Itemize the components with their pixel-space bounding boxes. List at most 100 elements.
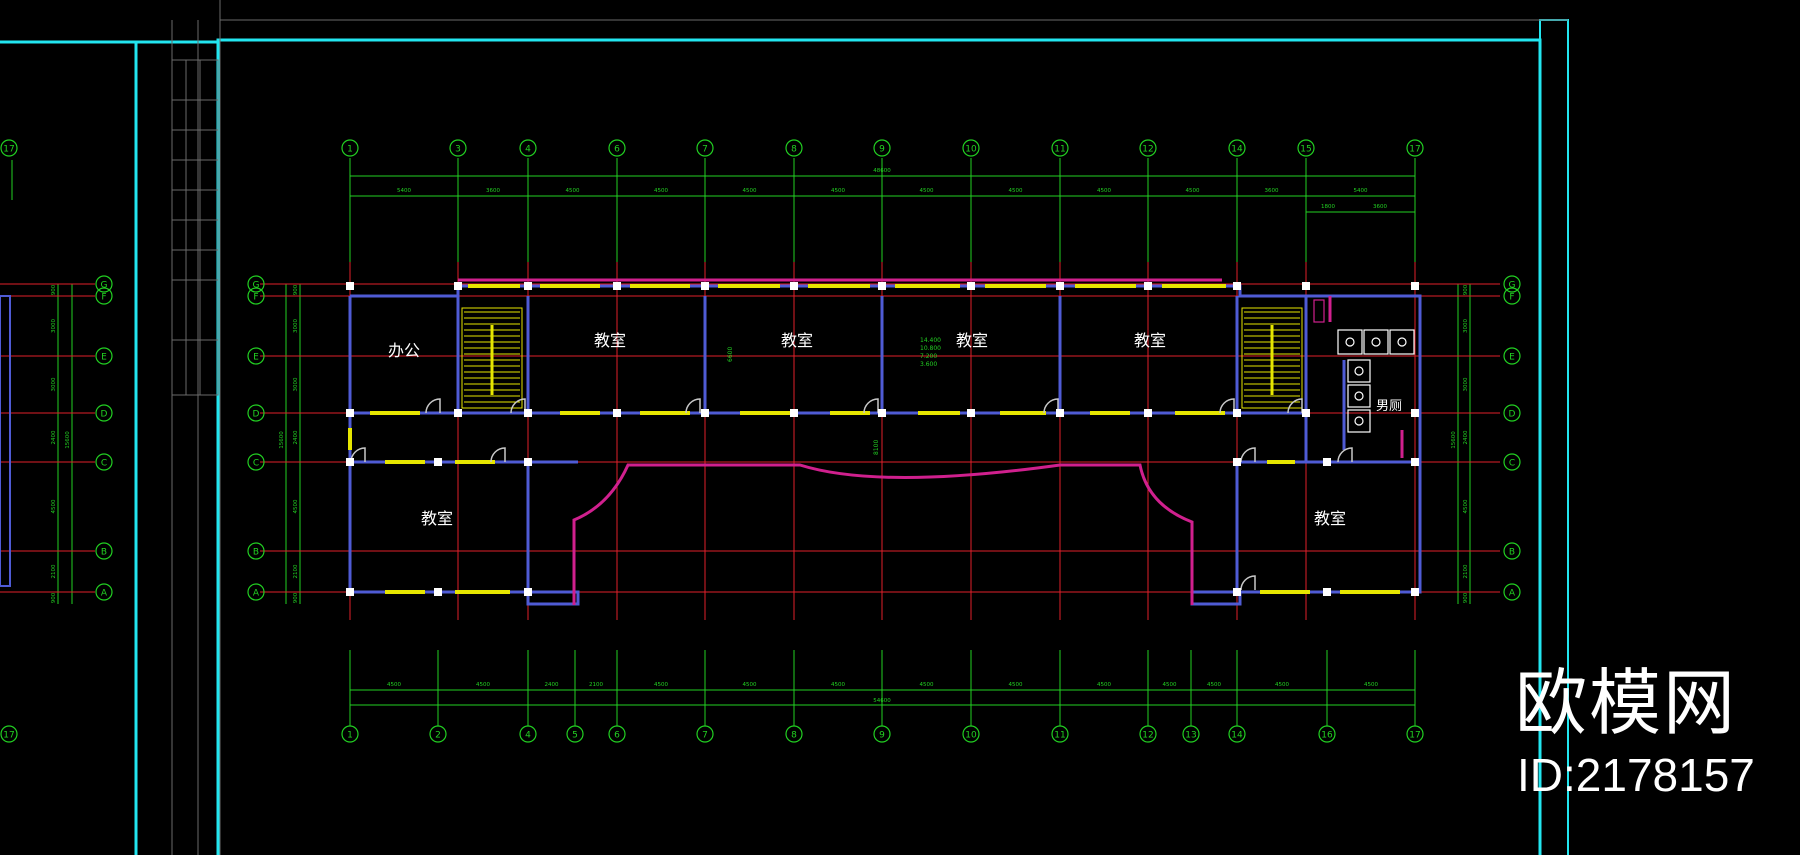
dimension-value: 4500 <box>920 682 934 688</box>
structural-column <box>967 282 975 290</box>
structural-column <box>524 588 532 596</box>
axis-top-12-bubble <box>1139 139 1157 157</box>
door-swing <box>863 398 879 414</box>
axis-bottom-12-label: 12 <box>1142 731 1153 741</box>
dimension-value: 3600 <box>1373 204 1387 210</box>
axis-bottom-16-label: 16 <box>1321 731 1333 741</box>
axis-bottom-1-bubble <box>341 725 359 743</box>
drawing-frames <box>0 0 1569 855</box>
axis-row-right-B-label: B <box>1509 548 1515 558</box>
structural-column <box>1233 409 1241 417</box>
axis-bottom-12-bubble <box>1139 725 1157 743</box>
axis-row-left-F-label: F <box>253 293 258 303</box>
partial-axis-bottom-17-label: 17 <box>3 731 14 741</box>
room-label-classroom: 教室 <box>421 509 453 528</box>
axis-bottom-8-bubble <box>785 725 803 743</box>
dimension-value: 3000 <box>293 377 299 391</box>
axis-top-1-bubble <box>341 139 359 157</box>
structural-column <box>346 588 354 596</box>
axis-bottom-7-label: 7 <box>702 731 708 741</box>
columns <box>346 282 1419 596</box>
dimension-value: 2400 <box>545 682 559 688</box>
axis-top-8-bubble <box>785 139 803 157</box>
dimension-value: 3000 <box>1463 377 1469 391</box>
dimension-value: 3600 <box>1265 188 1279 194</box>
room-labels: 办公 教室 教室 教室 教室 教室 教室 男厕 <box>388 331 1402 528</box>
partial-axis-top-17-label: 17 <box>3 145 14 155</box>
axis-row-right-G-bubble <box>1503 275 1521 293</box>
axis-row-left-G-bubble <box>247 275 265 293</box>
door-swing <box>685 398 701 414</box>
structural-column <box>701 409 709 417</box>
door-swing <box>490 447 506 463</box>
dimension-value: 2400 <box>1463 430 1469 444</box>
structural-column <box>524 409 532 417</box>
axis-row-right-A-label: A <box>1509 589 1516 599</box>
axis-row-right-A-bubble <box>1503 583 1521 601</box>
dimension-value: 4500 <box>1009 682 1023 688</box>
partial-axis-row-B-bubble <box>95 542 113 560</box>
axis-bottom-5-label: 5 <box>572 731 578 741</box>
axis-bottom-4-bubble <box>519 725 537 743</box>
axis-top-1-label: 1 <box>347 145 353 155</box>
dimension-value: 4500 <box>831 682 845 688</box>
axis-row-left-D-bubble <box>247 404 265 422</box>
dimension-value: 3000 <box>51 377 57 391</box>
axis-row-left-D-label: D <box>253 410 260 420</box>
axis-top-6-bubble <box>608 139 626 157</box>
axis-row-right-E-bubble <box>1503 347 1521 365</box>
dimension-value: 900 <box>293 284 299 295</box>
axis-bottom-10-bubble <box>962 725 980 743</box>
dimension-value: 900 <box>1463 284 1469 295</box>
level-mark: 7.200 <box>920 353 937 360</box>
partial-axis-row-C-label: C <box>101 459 107 469</box>
brand-wordmark: 欧模网 <box>1515 664 1738 744</box>
structural-column <box>1411 458 1419 466</box>
axis-bottom-13-label: 13 <box>1185 731 1196 741</box>
structural-column <box>1302 409 1310 417</box>
partial-axis-bottom-17-bubble <box>0 725 18 743</box>
axis-top-4-bubble <box>519 139 537 157</box>
structural-column <box>967 409 975 417</box>
partial-axis-row-G-bubble <box>95 275 113 293</box>
dimension-value: 4500 <box>743 682 757 688</box>
curtain-walls <box>458 278 1404 605</box>
axis-top-9-label: 9 <box>879 145 885 155</box>
dimension-value: 4500 <box>1163 682 1177 688</box>
axis-row-right-G-label: G <box>1509 281 1516 291</box>
dimension-value: 4500 <box>1097 188 1111 194</box>
room-label-classroom: 教室 <box>781 331 813 350</box>
dimension-value: 15600 <box>279 431 285 449</box>
axis-top-7-bubble <box>696 139 714 157</box>
structural-column <box>434 458 442 466</box>
axis-top-4-label: 4 <box>525 145 531 155</box>
door-swing <box>1043 398 1059 414</box>
axis-bottom-1-label: 1 <box>347 731 353 741</box>
room-label-classroom: 教室 <box>1314 509 1346 528</box>
partial-axis-row-B-label: B <box>101 548 107 558</box>
dimension-value: 4500 <box>1097 682 1111 688</box>
dimension-value: 900 <box>51 284 57 295</box>
partial-left-drawing: 9003000300024004500210090015600GFEDCBA17… <box>0 139 113 743</box>
room-label-classroom: 教室 <box>1134 331 1166 350</box>
axis-row-right-F-bubble <box>1503 287 1521 305</box>
dimension-value: 4500 <box>1463 499 1469 513</box>
axis-bottom-11-bubble <box>1051 725 1069 743</box>
partial-axis-row-D-bubble <box>95 404 113 422</box>
axis-bottom-7-bubble <box>696 725 714 743</box>
structural-column <box>1233 282 1241 290</box>
dimension-value: 3600 <box>486 188 500 194</box>
dimension-value: 4500 <box>476 682 490 688</box>
level-marks: 14.400 10.800 7.200 3.600 6600 8100 <box>727 337 941 455</box>
level-mark: 14.400 <box>920 337 941 344</box>
dimension-value: 4500 <box>1364 682 1378 688</box>
axis-top-10-bubble <box>962 139 980 157</box>
room-label-classroom: 教室 <box>956 331 988 350</box>
dimension-value: 4500 <box>1009 188 1023 194</box>
axis-row-left-A-bubble <box>247 583 265 601</box>
structural-column <box>1056 282 1064 290</box>
axis-bottom-17-bubble <box>1406 725 1424 743</box>
axis-row-left-C-bubble <box>247 453 265 471</box>
